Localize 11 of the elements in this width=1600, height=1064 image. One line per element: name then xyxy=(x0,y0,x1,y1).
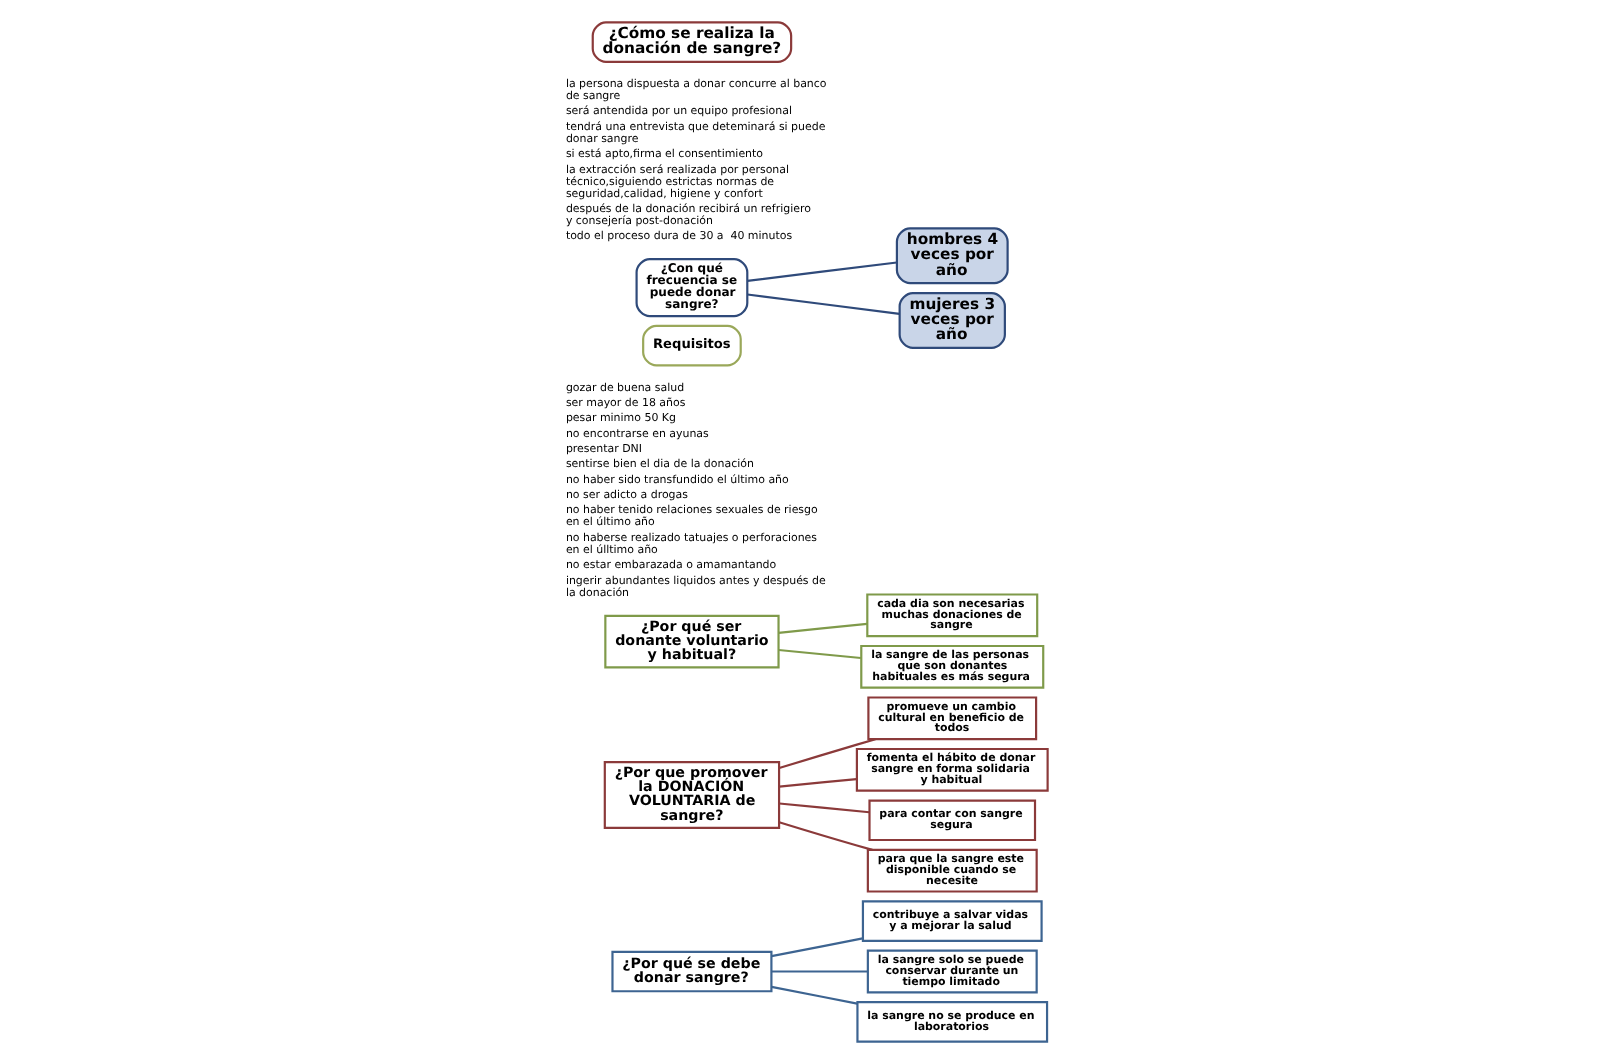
connector xyxy=(777,648,861,660)
connector xyxy=(746,261,896,282)
connector xyxy=(777,738,875,770)
connector xyxy=(777,821,872,851)
connector xyxy=(770,970,867,973)
connector xyxy=(778,802,869,814)
connector xyxy=(770,937,862,958)
connector xyxy=(770,985,857,1005)
connector xyxy=(746,293,899,315)
connector xyxy=(777,622,867,634)
connector xyxy=(778,778,856,788)
